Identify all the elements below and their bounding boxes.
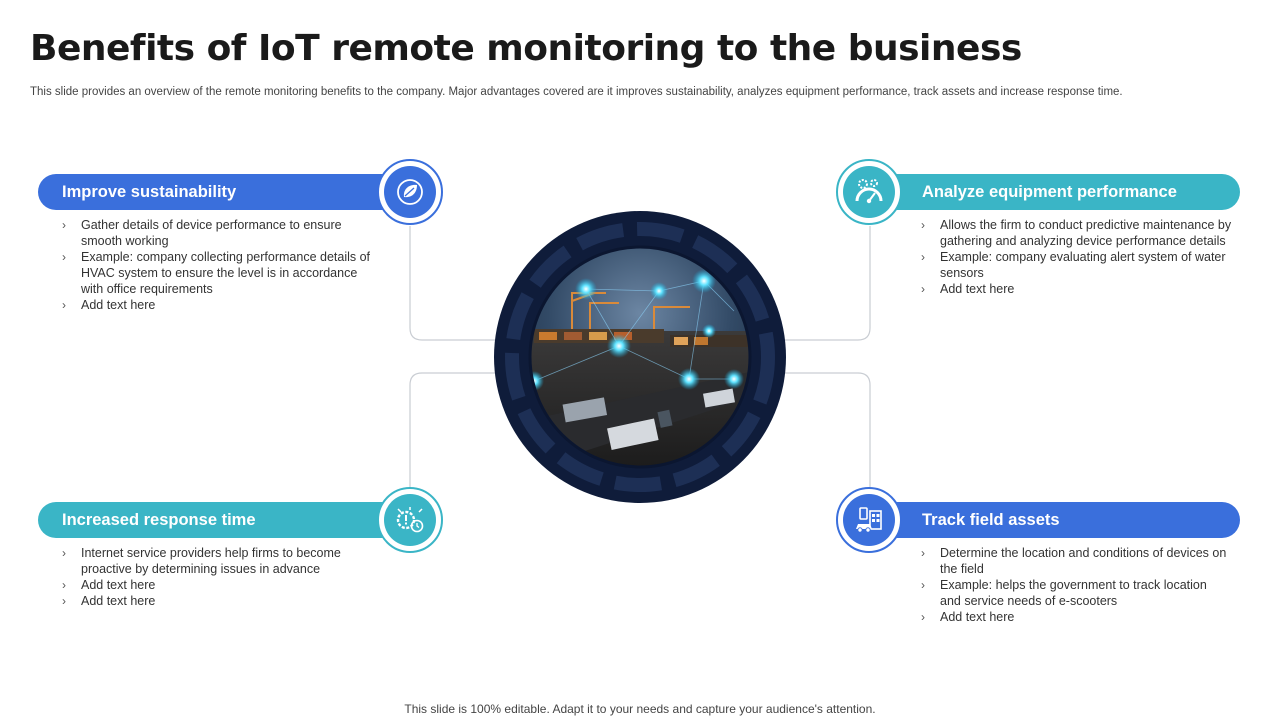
leaf-globe-icon [397, 179, 423, 205]
list-item: Gather details of device performance to … [62, 217, 382, 249]
list-item: Allows the firm to conduct predictive ma… [921, 217, 1236, 249]
list-item: Example: helps the government to track l… [921, 577, 1231, 609]
list-item: Add text here [921, 609, 1231, 625]
list-item: Add text here [921, 281, 1236, 297]
track-field-assets-list: Determine the location and conditions of… [921, 545, 1231, 625]
page-title: Benefits of IoT remote monitoring to the… [30, 28, 1022, 69]
page-subtitle: This slide provides an overview of the r… [30, 86, 1123, 98]
increased-response-heading: Increased response time [62, 511, 256, 529]
list-item: Example: company collecting performance … [62, 249, 382, 297]
list-item: Add text here [62, 593, 372, 609]
gauge-gears-icon [855, 179, 883, 204]
track-field-assets-heading: Track field assets [922, 511, 1060, 529]
analyze-equipment-list: Allows the firm to conduct predictive ma… [921, 217, 1236, 297]
list-item: Add text here [62, 297, 382, 313]
improve-sustainability-list: Gather details of device performance to … [62, 217, 382, 313]
list-item: Add text here [62, 577, 372, 593]
improve-sustainability-heading: Improve sustainability [62, 183, 237, 201]
vehicle-building-icon [856, 507, 882, 533]
analyze-equipment-heading: Analyze equipment performance [922, 183, 1177, 201]
list-item: Example: company evaluating alert system… [921, 249, 1236, 281]
improve-sustainability-badge [377, 159, 443, 225]
list-item: Determine the location and conditions of… [921, 545, 1231, 577]
track-field-assets-badge [836, 487, 902, 553]
iot-hub-image [494, 211, 786, 503]
increased-response-heading-bar: Increased response time [38, 502, 428, 538]
list-item: Internet service providers help firms to… [62, 545, 372, 577]
increased-response-list: Internet service providers help firms to… [62, 545, 372, 609]
analyze-equipment-badge [836, 159, 902, 225]
increased-response-badge [377, 487, 443, 553]
improve-sustainability-heading-bar: Improve sustainability [38, 174, 428, 210]
track-field-assets-heading-bar: Track field assets [855, 502, 1240, 538]
analyze-equipment-heading-bar: Analyze equipment performance [855, 174, 1240, 210]
footer-note: This slide is 100% editable. Adapt it to… [404, 702, 876, 716]
alert-gear-timer-icon [396, 507, 424, 533]
